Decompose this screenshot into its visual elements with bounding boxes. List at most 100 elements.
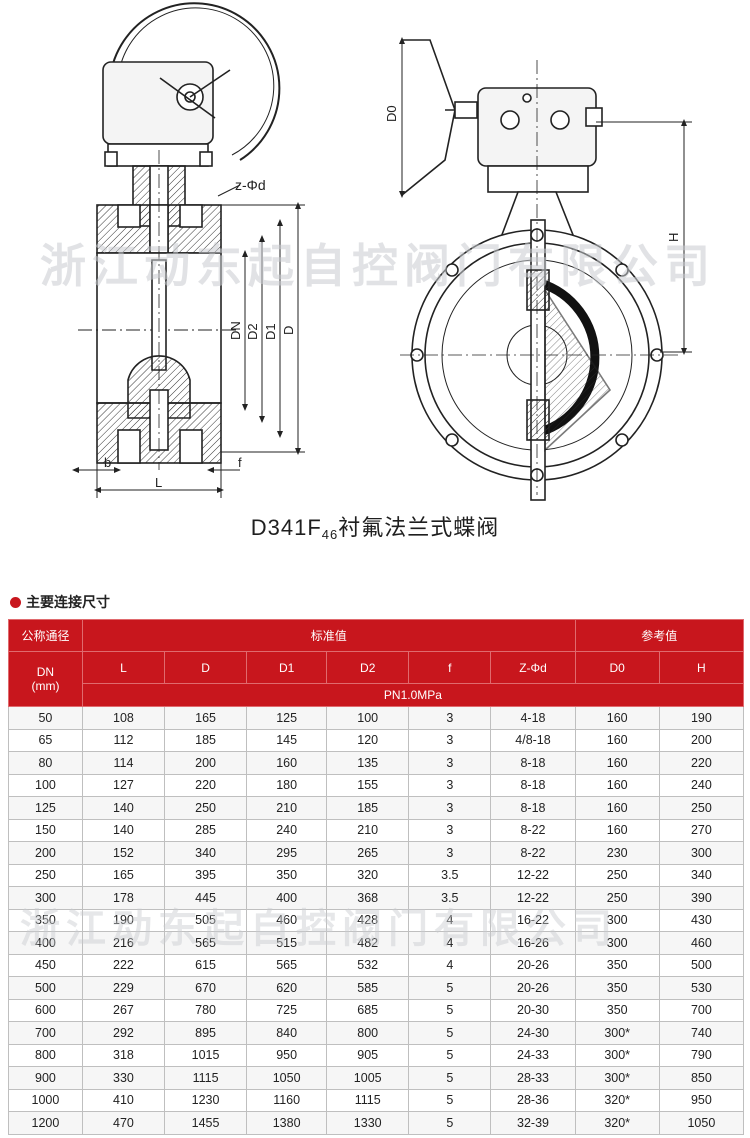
table-cell: 12-22 (490, 886, 576, 910)
cell-dn: 1200 (8, 1111, 83, 1135)
table-cell: 3 (408, 818, 492, 842)
table-cell: 160 (574, 728, 660, 752)
column-header: Z-Φd (490, 651, 576, 684)
table-cell: 5 (408, 1043, 492, 1067)
table-cell: 482 (326, 931, 410, 955)
table-cell: 515 (246, 931, 328, 955)
table-cell: 300 (574, 908, 660, 932)
table-cell: 445 (163, 886, 248, 910)
table-cell: 4 (408, 931, 492, 955)
table-cell: 395 (163, 863, 248, 887)
table-cell: 190 (81, 908, 166, 932)
cell-dn: 500 (8, 976, 83, 1000)
table-cell: 318 (81, 1043, 166, 1067)
label-d2: D2 (245, 323, 260, 340)
table-cell: 165 (163, 706, 248, 730)
label-f: f (238, 455, 242, 470)
table-cell: 190 (658, 706, 745, 730)
table-cell: 390 (658, 886, 745, 910)
table-cell: 1455 (163, 1111, 248, 1135)
table-cell: 270 (658, 818, 745, 842)
table-cell: 28-36 (490, 1088, 576, 1112)
table-cell: 1015 (163, 1043, 248, 1067)
table-cell: 185 (163, 728, 248, 752)
table-cell: 530 (658, 976, 745, 1000)
table-cell: 108 (81, 706, 166, 730)
table-cell: 1005 (326, 1066, 410, 1090)
drawing-caption: D341F46衬氟法兰式蝶阀 (0, 510, 750, 542)
table-cell: 32-39 (490, 1111, 576, 1135)
table-cell: 180 (246, 773, 328, 797)
cell-dn: 700 (8, 1021, 83, 1045)
header-standard: 标准值 (81, 619, 576, 652)
header-pressure: PN1.0MPa (81, 683, 745, 707)
table-cell: 532 (326, 953, 410, 977)
table-cell: 8-22 (490, 818, 576, 842)
table-cell: 430 (658, 908, 745, 932)
table-cell: 3 (408, 751, 492, 775)
table-cell: 340 (163, 841, 248, 865)
table-cell: 740 (658, 1021, 745, 1045)
table-cell: 300 (658, 841, 745, 865)
table-cell: 428 (326, 908, 410, 932)
table-cell: 140 (81, 796, 166, 820)
column-header: D1 (246, 651, 328, 684)
table-cell: 200 (163, 751, 248, 775)
table-cell: 1330 (326, 1111, 410, 1135)
table-cell: 670 (163, 976, 248, 1000)
table-cell: 16-26 (490, 931, 576, 955)
table-cell: 250 (658, 796, 745, 820)
cell-dn: 900 (8, 1066, 83, 1090)
table-cell: 145 (246, 728, 328, 752)
table-cell: 330 (81, 1066, 166, 1090)
table-cell: 350 (574, 953, 660, 977)
header-nominal-diameter: 公称通径 (8, 619, 83, 652)
header-dn: DN(mm) (8, 651, 83, 707)
table-cell: 24-33 (490, 1043, 576, 1067)
cell-dn: 1000 (8, 1088, 83, 1112)
table-cell: 300* (574, 1021, 660, 1045)
table-cell: 725 (246, 998, 328, 1022)
cell-dn: 300 (8, 886, 83, 910)
label-dn: DN (228, 321, 243, 340)
table-cell: 460 (658, 931, 745, 955)
table-cell: 470 (81, 1111, 166, 1135)
table-cell: 160 (246, 751, 328, 775)
table-cell: 125 (246, 706, 328, 730)
table-cell: 135 (326, 751, 410, 775)
table-cell: 1115 (326, 1088, 410, 1112)
table-cell: 127 (81, 773, 166, 797)
table-cell: 250 (574, 863, 660, 887)
table-cell: 20-26 (490, 953, 576, 977)
table-cell: 160 (574, 751, 660, 775)
dimension-table: 公称通径 标准值 参考值 DN(mm) L D D1 D2 f Z-Φd D0 … (8, 619, 745, 1135)
label-b: b (104, 455, 111, 470)
table-cell: 5 (408, 1111, 492, 1135)
table-cell: 178 (81, 886, 166, 910)
table-cell: 620 (246, 976, 328, 1000)
caption-model: D341F (250, 515, 322, 540)
front-view-dimensions (399, 37, 692, 355)
section-title: 主要连接尺寸 (10, 592, 110, 612)
cell-dn: 400 (8, 931, 83, 955)
table-cell: 100 (326, 706, 410, 730)
table-cell: 265 (326, 841, 410, 865)
cell-dn: 65 (8, 728, 83, 752)
table-cell: 615 (163, 953, 248, 977)
table-cell: 222 (81, 953, 166, 977)
column-header: D0 (574, 651, 660, 684)
front-view (400, 39, 680, 501)
table-cell: 460 (246, 908, 328, 932)
label-h: H (666, 233, 681, 242)
